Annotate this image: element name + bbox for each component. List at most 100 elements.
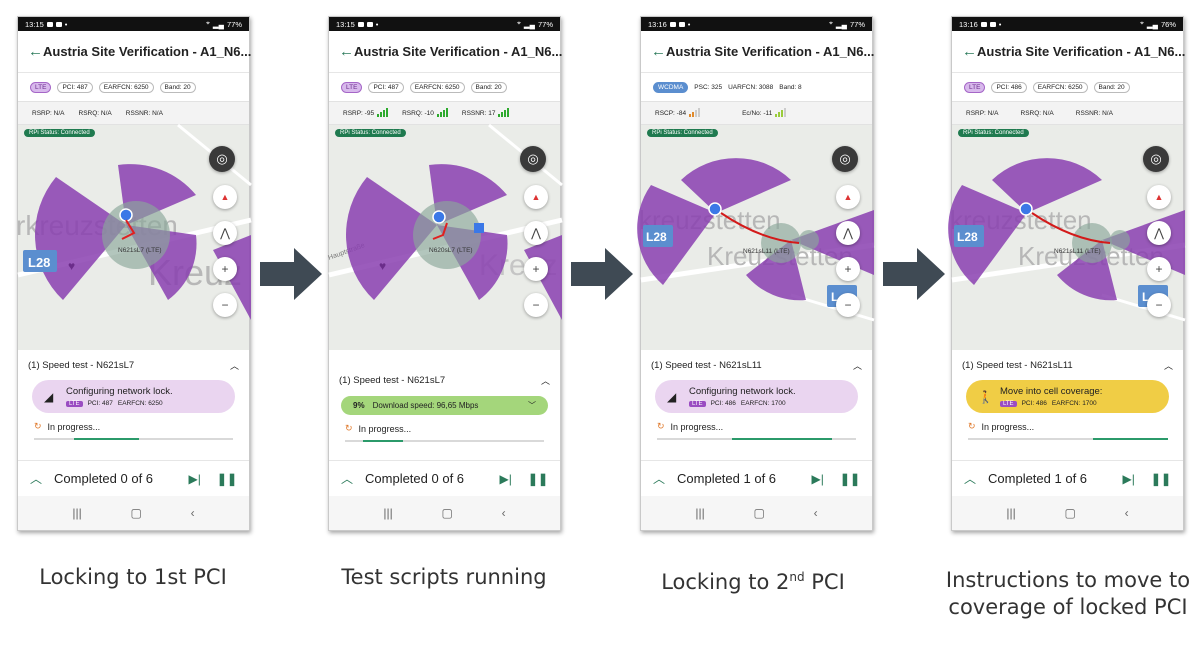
status-bar: 13:15• ⌖▂▄77% — [329, 17, 560, 31]
crosshair-icon[interactable]: ◎ — [209, 146, 235, 172]
status-bubble: ◢ Configuring network lock. LTE PCI: 486… — [655, 380, 858, 413]
chevron-down-icon[interactable]: ﹀ — [528, 401, 536, 410]
compass-icon[interactable]: ▲ — [836, 185, 860, 209]
earfcn-chip: EARFCN: 6250 — [98, 81, 154, 93]
signal-metrics: RSRP: N/A RSRQ: N/A RSSNR: N/A — [952, 101, 1183, 125]
compass-icon[interactable]: ▲ — [1147, 185, 1171, 209]
skip-next-icon[interactable]: ▶| — [188, 471, 201, 486]
home-icon[interactable]: ▢ — [130, 506, 142, 520]
coverage-map[interactable]: kreuzstetten Kreuzstetten N621sL11 (LTE)… — [637, 125, 875, 350]
earfcn-value: EARFCN: 6250 — [117, 400, 163, 407]
status-bubble: 🚶 Move into cell coverage: LTE PCI: 486 … — [966, 380, 1169, 413]
plus-icon[interactable]: + — [1147, 257, 1171, 281]
status-text: Configuring network lock. — [689, 386, 796, 397]
test-title: (1) Speed test - N621sL7 — [28, 359, 135, 371]
speed-progress-bubble[interactable]: 9% Download speed: 96,65 Mbps ﹀ — [341, 396, 548, 415]
phone-screen-4: 13:16• ⌖▂▄76% ← Austria Site Verificatio… — [948, 16, 1186, 531]
chevron-up-icon[interactable]: ︿ — [229, 360, 239, 371]
plus-icon[interactable]: + — [213, 257, 237, 281]
minus-icon[interactable]: − — [836, 293, 860, 317]
signal-metrics: RSRP: -95 RSRQ: -10 RSSNR: 17 — [329, 101, 560, 125]
rsrq-metric: RSRQ: -10 — [402, 108, 448, 117]
back-nav-icon[interactable]: ‹ — [1124, 506, 1129, 520]
status-text: Configuring network lock. — [66, 386, 173, 397]
chevron-up-icon[interactable]: ︿ — [653, 472, 666, 486]
chevron-up-icon[interactable]: ︿ — [852, 360, 862, 371]
home-icon[interactable]: ▢ — [1064, 506, 1076, 520]
coverage-map[interactable]: Hauptstraße Kreuz N620sL7 (LTE) ♥ RPi St… — [327, 123, 563, 350]
compass-icon[interactable]: ▲ — [213, 185, 237, 209]
test-header[interactable]: (1) Speed test - N621sL11 ︿ — [651, 350, 862, 380]
chevron-up-icon[interactable]: ︿ — [1163, 360, 1173, 371]
chevron-up-icon[interactable]: ︿ — [540, 375, 550, 386]
chevron-up-icon[interactable]: ︿ — [964, 472, 977, 486]
home-icon[interactable]: ▢ — [753, 506, 765, 520]
plus-icon[interactable]: + — [524, 257, 548, 281]
test-panel: (1) Speed test - N621sL11 ︿ ◢ Configurin… — [641, 350, 872, 440]
back-nav-icon[interactable]: ‹ — [190, 506, 195, 520]
crosshair-icon[interactable]: ◎ — [520, 146, 546, 172]
road-icon[interactable]: ⋀ — [524, 221, 548, 245]
pause-icon[interactable]: ❚❚ — [839, 471, 860, 486]
test-header[interactable]: (1) Speed test - N621sL7 ︿ — [28, 350, 239, 380]
home-icon[interactable]: ▢ — [441, 506, 453, 520]
earfcn-chip: EARFCN: 6250 — [409, 81, 465, 93]
pause-icon[interactable]: ❚❚ — [216, 471, 237, 486]
pause-icon[interactable]: ❚❚ — [527, 471, 548, 486]
rsrp-metric: RSRP: -95 — [343, 108, 389, 117]
user-location-dot — [432, 210, 446, 224]
drive-track — [720, 212, 800, 244]
coverage-map[interactable]: kreuzstetten Kreuzstetten N621sL11 (LTE)… — [948, 125, 1186, 350]
minus-icon[interactable]: − — [524, 293, 548, 317]
road-icon[interactable]: ⋀ — [213, 221, 237, 245]
test-header[interactable]: (1) Speed test - N621sL11 ︿ — [962, 350, 1173, 380]
skip-next-icon[interactable]: ▶| — [811, 471, 824, 486]
chevron-up-icon[interactable]: ︿ — [341, 472, 354, 486]
test-header[interactable]: (1) Speed test - N621sL7 ︿ — [339, 364, 550, 396]
recents-icon[interactable]: ||| — [383, 506, 393, 520]
minus-icon[interactable]: − — [213, 293, 237, 317]
user-location-dot — [119, 208, 133, 222]
crosshair-icon[interactable]: ◎ — [1143, 146, 1169, 172]
dot-icon: • — [687, 19, 691, 29]
tech-badge: LTE — [1000, 400, 1017, 407]
back-nav-icon[interactable]: ‹ — [813, 506, 818, 520]
chevron-up-icon[interactable]: ︿ — [30, 472, 43, 486]
road-icon[interactable]: ⋀ — [836, 221, 860, 245]
tech-badge: LTE — [30, 81, 52, 93]
cell-label: N621sL11 (LTE) — [1054, 248, 1101, 255]
signal-icon: ▂▄ — [1146, 19, 1158, 29]
back-nav-icon[interactable]: ‹ — [501, 506, 506, 520]
minus-icon[interactable]: − — [1147, 293, 1171, 317]
rsrq-metric: RSRQ: N/A — [78, 109, 112, 117]
location-icon: ⌖ — [516, 20, 521, 27]
recents-icon[interactable]: ||| — [1006, 506, 1016, 520]
road-icon[interactable]: ⋀ — [1147, 221, 1171, 245]
progress-row: ↻ In progress... — [651, 413, 862, 436]
signal-icon: ▂▄ — [212, 19, 224, 29]
arrow-left-icon[interactable]: ← — [651, 43, 666, 60]
clock: 13:15 — [25, 19, 44, 29]
flow-arrow-right-icon — [883, 248, 945, 300]
battery-level: 77% — [849, 19, 865, 29]
refresh-icon: ↻ — [345, 423, 353, 433]
crosshair-icon[interactable]: ◎ — [832, 146, 858, 172]
compass-icon[interactable]: ▲ — [524, 185, 548, 209]
recents-icon[interactable]: ||| — [695, 506, 705, 520]
progress-row: ↻ In progress... — [28, 413, 239, 436]
progress-text: In progress... — [670, 421, 724, 432]
arrow-left-icon[interactable]: ← — [339, 43, 354, 60]
plus-icon[interactable]: + — [836, 257, 860, 281]
rsrp-metric: RSRP: N/A — [32, 109, 65, 117]
recents-icon[interactable]: ||| — [72, 506, 82, 520]
arrow-left-icon[interactable]: ← — [28, 43, 43, 60]
pause-icon[interactable]: ❚❚ — [1150, 471, 1171, 486]
sector-north — [992, 158, 1102, 213]
dot-icon: • — [64, 19, 68, 29]
road-sign — [643, 225, 673, 247]
skip-next-icon[interactable]: ▶| — [499, 471, 512, 486]
skip-next-icon[interactable]: ▶| — [1122, 471, 1135, 486]
coverage-map[interactable]: rkreuzstetten Kreuz N621sL7 (LTE) L28 ♥ … — [16, 123, 252, 350]
location-icon: ⌖ — [828, 20, 833, 27]
arrow-left-icon[interactable]: ← — [962, 43, 977, 60]
